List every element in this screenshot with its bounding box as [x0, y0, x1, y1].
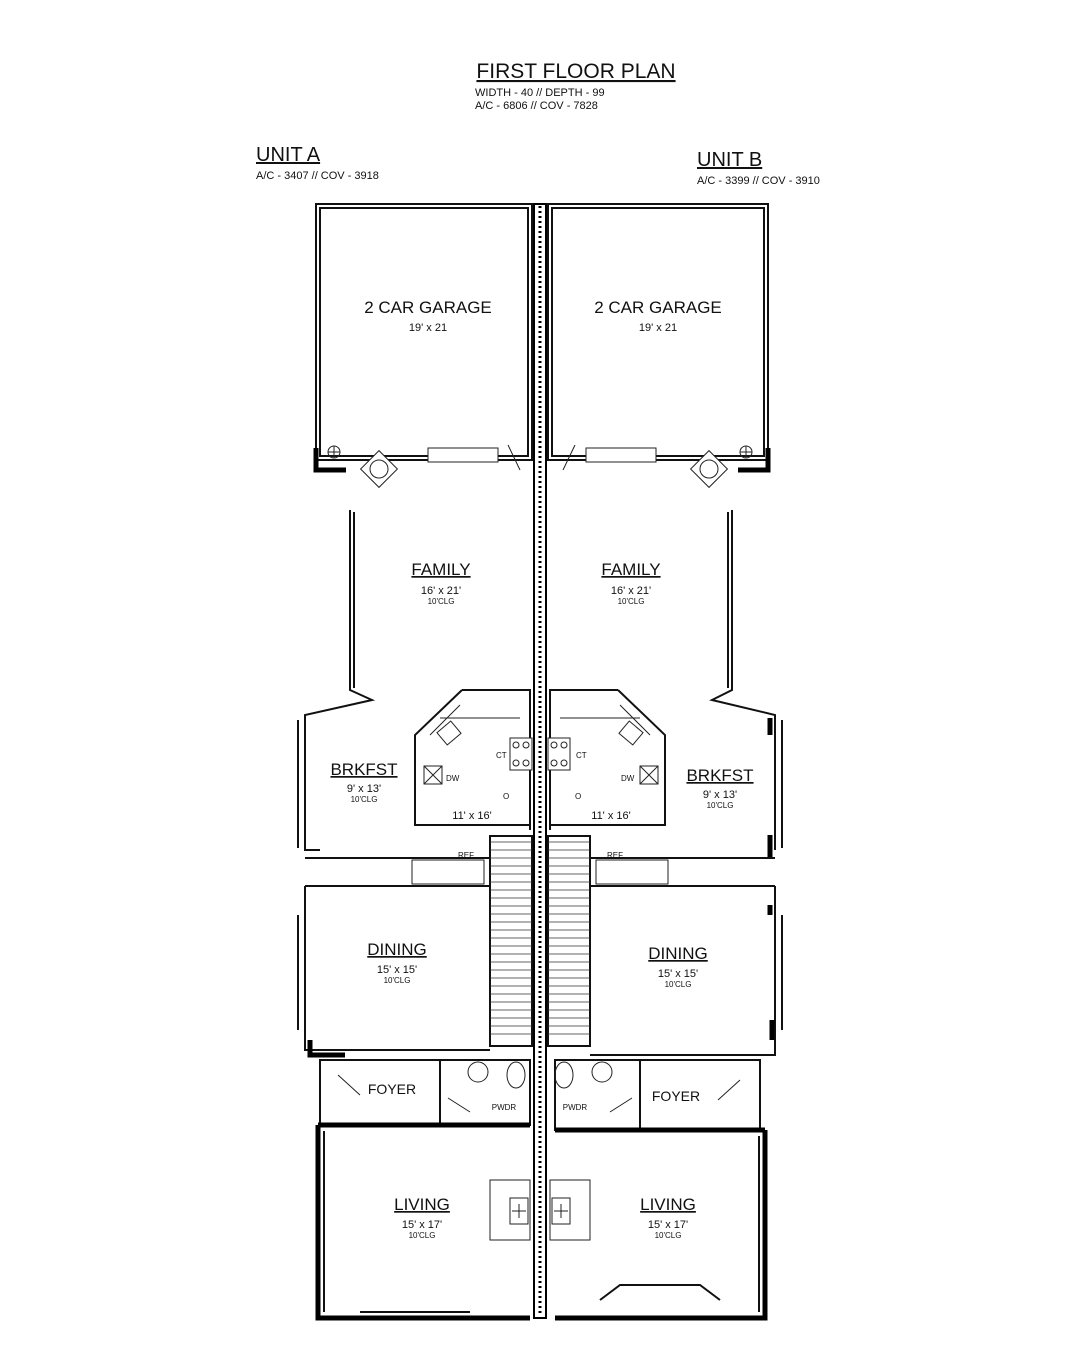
unit-a-living-label: LIVING: [394, 1195, 450, 1214]
unit-a-family-dim: 16' x 21': [421, 585, 461, 597]
unit-b-dining-clg: 10'CLG: [665, 980, 692, 989]
unit-a-dining-label: DINING: [367, 940, 427, 959]
unit-a-area: A/C - 3407 // COV - 3918: [256, 170, 379, 182]
plan-area: A/C - 6806 // COV - 7828: [475, 100, 598, 112]
unit-b-oven-label: O: [575, 792, 581, 801]
unit-b-family-dim: 16' x 21': [611, 585, 651, 597]
unit-b-living-label: LIVING: [640, 1195, 696, 1214]
unit-a-dining-clg: 10'CLG: [384, 976, 411, 985]
unit-a-oven-label: O: [503, 792, 509, 801]
unit-a-ref-label: REF: [458, 851, 474, 860]
unit-b-brkfst-label: BRKFST: [686, 766, 753, 785]
unit-a-garage-label: 2 CAR GARAGE: [364, 298, 492, 317]
stair-treads: [490, 841, 590, 1035]
unit-b-garage-dim: 19' x 21: [639, 322, 677, 334]
unit-b-dining-dim: 15' x 15': [658, 968, 698, 980]
unit-a-dining-dim: 15' x 15': [377, 964, 417, 976]
unit-a-brkfst-clg: 10'CLG: [351, 795, 378, 804]
unit-a-family-label: FAMILY: [411, 560, 470, 579]
unit-a-brkfst-dim: 9' x 13': [347, 783, 381, 795]
fixtures: [327, 444, 753, 1241]
unit-b-area: A/C - 3399 // COV - 3910: [697, 175, 820, 187]
unit-b-dw-label: DW: [621, 774, 635, 783]
unit-b-ct-label: CT: [576, 751, 587, 760]
unit-a-kitchen-dim: 11' x 16': [452, 810, 491, 822]
unit-a-garage-dim: 19' x 21: [409, 322, 447, 334]
unit-b-brkfst-clg: 10'CLG: [707, 801, 734, 810]
unit-a-dw-label: DW: [446, 774, 460, 783]
unit-b-ref-label: REF: [607, 851, 623, 860]
unit-a-living-clg: 10'CLG: [409, 1231, 436, 1240]
unit-b-family-clg: 10'CLG: [618, 597, 645, 606]
plan-dimensions: WIDTH - 40 // DEPTH - 99: [475, 87, 605, 99]
unit-b-pwdr-label: PWDR: [563, 1103, 588, 1112]
building-walls: [297, 203, 783, 1321]
plan-title: FIRST FLOOR PLAN: [476, 60, 675, 83]
unit-b-living-clg: 10'CLG: [655, 1231, 682, 1240]
unit-b-dining-label: DINING: [648, 944, 708, 963]
unit-b-living-dim: 15' x 17': [648, 1219, 688, 1231]
unit-b-kitchen-dim: 11' x 16': [591, 810, 630, 822]
unit-b-garage-label: 2 CAR GARAGE: [594, 298, 722, 317]
unit-a-foyer-label: FOYER: [368, 1081, 416, 1097]
unit-a-title: UNIT A: [256, 144, 321, 166]
unit-a-living-dim: 15' x 17': [402, 1219, 442, 1231]
unit-a-family-clg: 10'CLG: [428, 597, 455, 606]
unit-b-family-label: FAMILY: [601, 560, 660, 579]
unit-a-brkfst-label: BRKFST: [330, 760, 397, 779]
unit-a-ct-label: CT: [496, 751, 507, 760]
unit-b-foyer-label: FOYER: [652, 1088, 700, 1104]
unit-b-title: UNIT B: [697, 149, 762, 171]
unit-b-brkfst-dim: 9' x 13': [703, 789, 737, 801]
unit-a-pwdr-label: PWDR: [492, 1103, 517, 1112]
